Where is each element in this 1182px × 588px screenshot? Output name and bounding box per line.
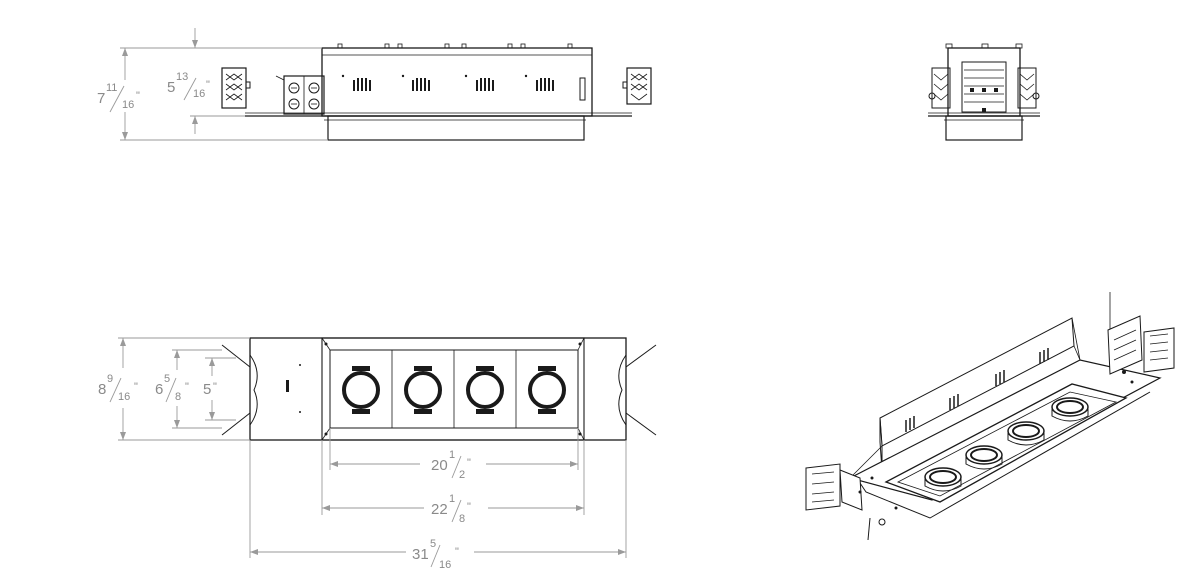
- dim-whole: 22: [431, 501, 448, 518]
- dim-unit: ": [136, 90, 140, 102]
- dim-whole: 31: [412, 546, 429, 563]
- dim-denominator: 16: [122, 99, 134, 111]
- dim-denominator: 16: [193, 88, 205, 100]
- dim-whole: 6: [155, 381, 163, 398]
- dim-whole: 5: [203, 381, 211, 398]
- dim-plan-overall-width: 8 9 16 ": [98, 337, 250, 441]
- isometric-view: [805, 292, 1175, 541]
- lamp-module: [1007, 421, 1045, 446]
- dim-unit: ": [206, 79, 210, 91]
- dim-denominator: 2: [459, 469, 465, 481]
- dim-plan-aperture-length: 20 1 2 ": [329, 428, 579, 481]
- vent-group: [353, 78, 371, 91]
- lamp-module: [924, 467, 962, 492]
- dim-whole: 8: [98, 381, 106, 398]
- dim-whole: 5: [167, 79, 175, 96]
- lamp-module: [965, 445, 1003, 470]
- vent-group: [412, 78, 430, 91]
- dim-unit: ": [213, 381, 217, 393]
- dim-plan-frame-length: 22 1 8 ": [321, 440, 585, 525]
- dim-numerator: 1: [449, 493, 455, 505]
- lamp-module: [342, 366, 380, 414]
- vent-group: [536, 78, 554, 91]
- dim-denominator: 16: [118, 391, 130, 403]
- dim-unit: ": [467, 501, 471, 513]
- mounting-bracket-left: [221, 67, 251, 109]
- mounting-bracket-left: [805, 463, 886, 541]
- lamp-module: [1051, 397, 1089, 422]
- dim-unit: ": [134, 381, 138, 393]
- dim-whole: 20: [431, 457, 448, 474]
- dim-plan-overall-length: 31 5 16 ": [249, 440, 627, 571]
- mounting-bracket-right: [622, 67, 652, 105]
- dim-plan-frame-width: 6 5 8 ": [155, 349, 222, 429]
- dim-numerator: 1: [449, 449, 455, 461]
- side-view: 7 11 16 " 5 13 16 ": [97, 28, 652, 141]
- dim-side-box-height: 5 13 16 ": [167, 28, 322, 134]
- dim-denominator: 8: [175, 391, 181, 403]
- plan-view: 20 1 2 " 22 1 8 " 31 5: [98, 337, 657, 571]
- dim-unit: ": [467, 457, 471, 469]
- dim-whole: 7: [97, 90, 105, 107]
- end-view: [928, 43, 1040, 141]
- dim-side-overall-height: 7 11 16 ": [97, 47, 328, 141]
- mounting-bracket-right: [1107, 315, 1175, 375]
- lamp-module: [528, 366, 566, 414]
- dim-numerator: 13: [176, 71, 188, 83]
- dim-unit: ": [185, 381, 189, 393]
- dim-denominator: 16: [439, 559, 451, 571]
- lamp-module: [404, 366, 442, 414]
- lamp-module: [466, 366, 504, 414]
- dim-numerator: 5: [164, 373, 170, 385]
- dim-plan-aperture-width: 5 ": [203, 357, 236, 421]
- dim-numerator: 5: [430, 538, 436, 550]
- dim-numerator: 11: [106, 82, 117, 94]
- vent-group: [476, 78, 494, 91]
- dim-unit: ": [455, 546, 459, 558]
- dim-numerator: 9: [107, 373, 113, 385]
- dim-denominator: 8: [459, 513, 465, 525]
